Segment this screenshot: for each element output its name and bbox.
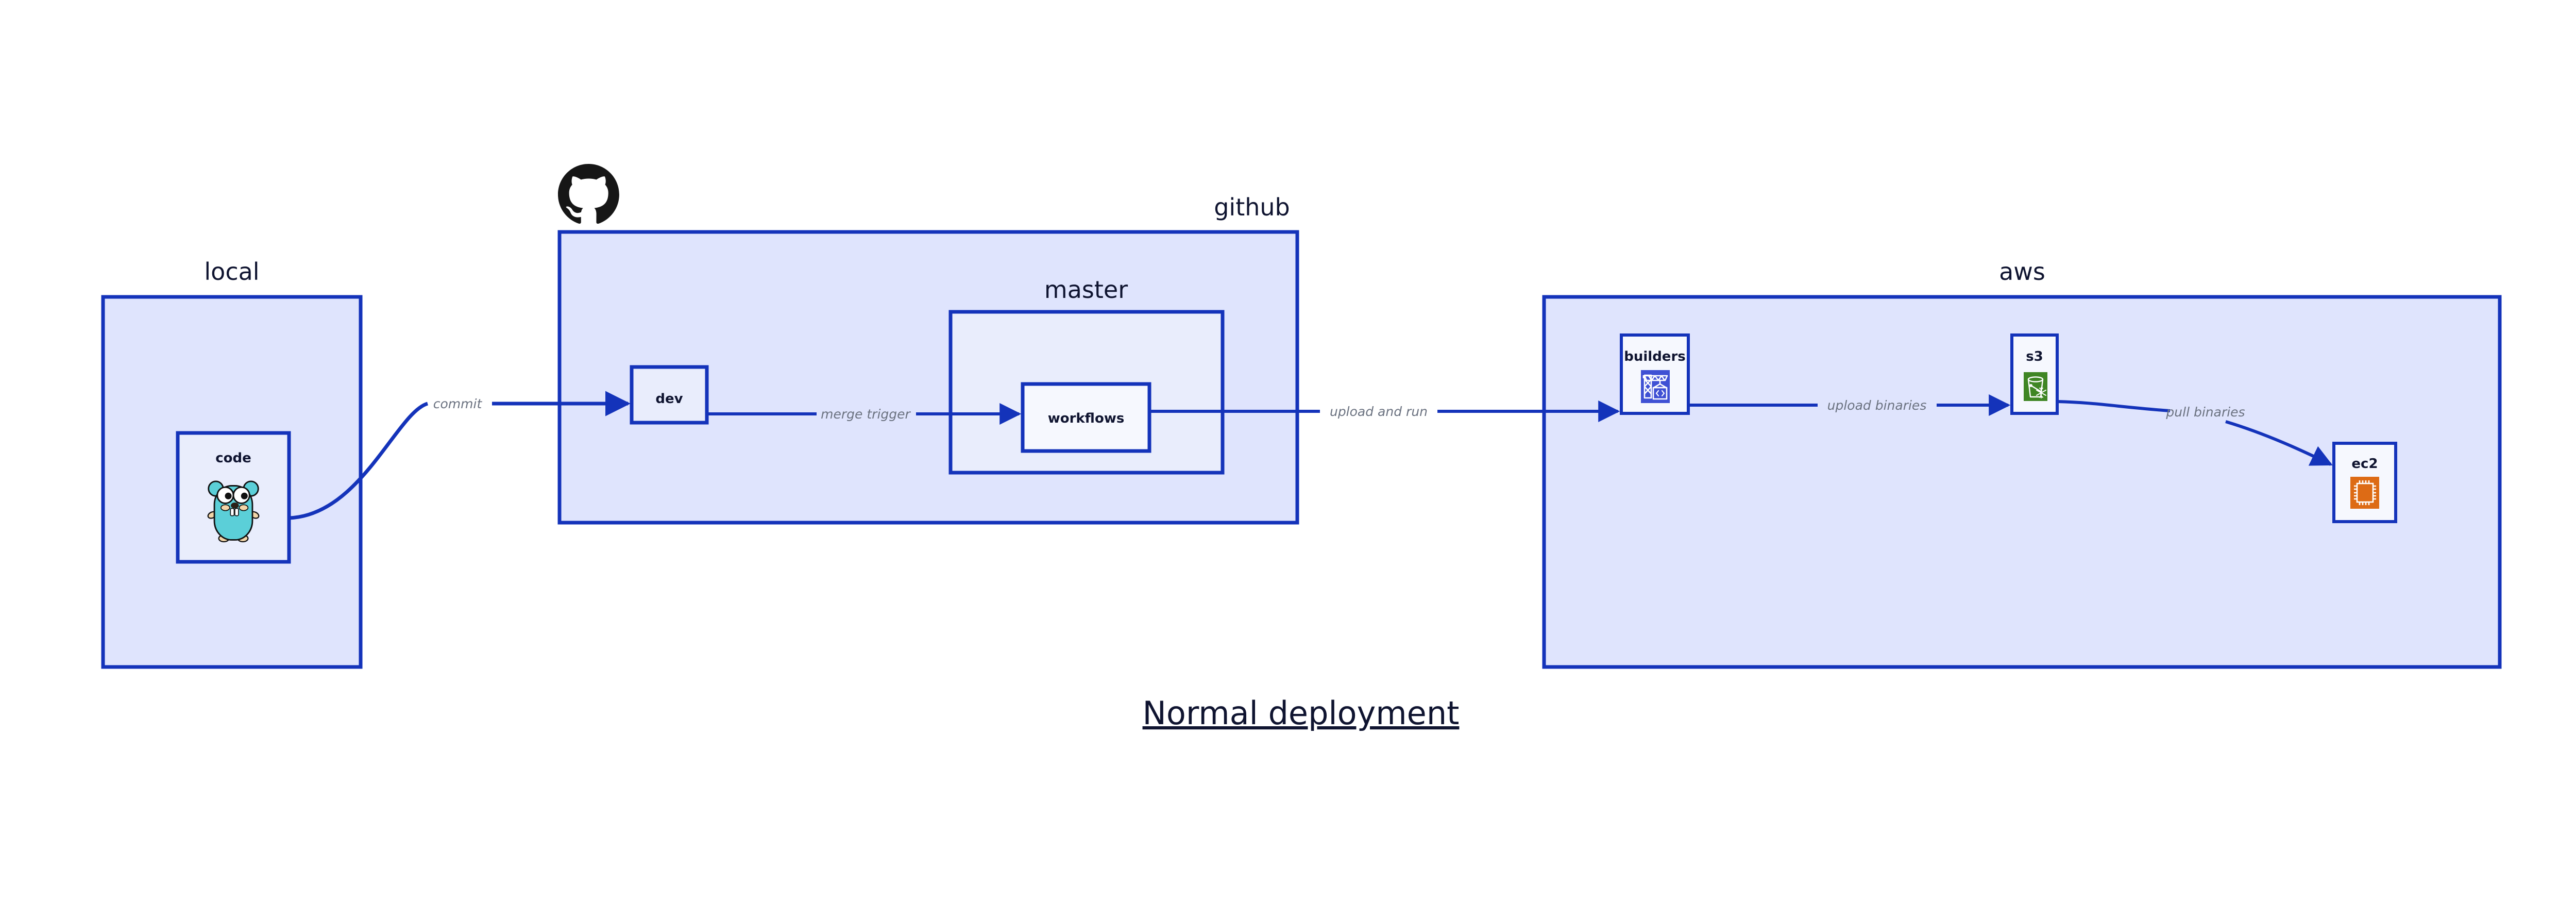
go-gopher-icon	[207, 480, 260, 543]
group-master-label: master	[1044, 276, 1128, 304]
edge-merge-trigger-label: merge trigger	[821, 407, 911, 422]
node-workflows[interactable]: workflows	[1021, 382, 1151, 453]
node-dev-label: dev	[655, 391, 683, 407]
node-workflows-box[interactable]	[1021, 382, 1151, 453]
node-code-label: code	[215, 450, 251, 466]
edge-pull-binaries: pull binaries	[2057, 400, 2333, 466]
edge-upload-and-run: upload and run	[1149, 400, 1620, 422]
node-s3-label: s3	[2026, 349, 2043, 364]
edge-commit-line-a	[289, 402, 429, 520]
node-ec2-label: ec2	[2351, 456, 2378, 472]
node-builders-label: builders	[1624, 349, 1686, 364]
group-local-label: local	[204, 258, 259, 286]
node-s3[interactable]: s3	[2010, 333, 2059, 415]
node-ec2[interactable]: ec2	[2332, 442, 2397, 523]
diagram-caption: Normal deployment	[1143, 694, 1460, 732]
node-dev-box[interactable]	[630, 365, 709, 425]
github-octocat-icon	[558, 164, 619, 224]
edge-commit-label: commit	[433, 396, 483, 411]
aws-s3-glacier-icon	[2024, 372, 2047, 401]
node-builders[interactable]: builders	[1620, 333, 1690, 415]
node-workflows-label: workflows	[1048, 411, 1125, 426]
group-aws-label: aws	[1999, 258, 2045, 286]
edge-upload-and-run-label: upload and run	[1330, 404, 1428, 419]
edge-commit: commit	[289, 391, 631, 520]
aws-ec2-icon	[2350, 477, 2379, 509]
edge-pull-binaries-line-a	[2057, 400, 2171, 412]
edge-pull-binaries-line-b	[2225, 420, 2333, 466]
node-code[interactable]: code	[176, 431, 291, 564]
edge-upload-binaries: upload binaries	[1688, 394, 2011, 416]
aws-codebuild-icon	[1641, 370, 1670, 403]
group-github-label: github	[1214, 193, 1290, 221]
edge-pull-binaries-label: pull binaries	[2165, 405, 2245, 420]
edge-merge-trigger: merge trigger	[707, 403, 1022, 425]
edge-upload-binaries-label: upload binaries	[1827, 398, 1927, 413]
node-dev[interactable]: dev	[630, 365, 709, 425]
